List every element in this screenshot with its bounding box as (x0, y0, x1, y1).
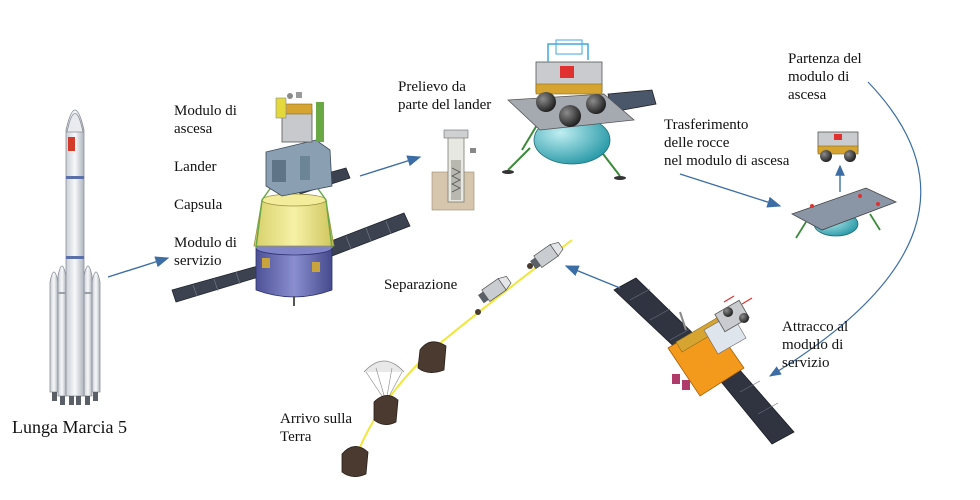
lander-with-ascent-module (502, 39, 657, 180)
arrow-to-departure (679, 173, 782, 208)
arrow-to-separation (564, 265, 621, 289)
label-capsule: Capsula (174, 197, 223, 213)
return-trajectory (353, 239, 573, 463)
arrow-to-docking (768, 81, 922, 377)
label-service-module: Modulo di servizio (174, 235, 237, 269)
arrow-launch (107, 256, 170, 278)
label-earth-arrival: Arrivo sulla Terra (280, 411, 353, 445)
drill-sampler-illustration (431, 129, 476, 211)
label-sampling: Prelievo da parte del lander (398, 79, 492, 113)
label-docking: Attracco al modulo di servizio (782, 319, 849, 371)
arrow-to-sampling (359, 155, 422, 177)
label-ascent-module: Modulo di ascesa (174, 103, 237, 137)
label-long-march-5: Lunga Marcia 5 (12, 417, 127, 437)
label-lander: Lander (174, 159, 217, 175)
label-ascent-departure: Partenza del modulo di ascesa (788, 51, 862, 103)
docking-spacecraft (613, 277, 795, 445)
ascent-module-liftoff (791, 131, 898, 239)
label-rock-transfer: Trasferimento delle rocce nel modulo di … (664, 117, 790, 169)
return-sequence (341, 241, 564, 477)
label-separation: Separazione (384, 277, 458, 293)
spacecraft-stack (171, 92, 411, 306)
long-march-5-rocket (49, 109, 101, 405)
